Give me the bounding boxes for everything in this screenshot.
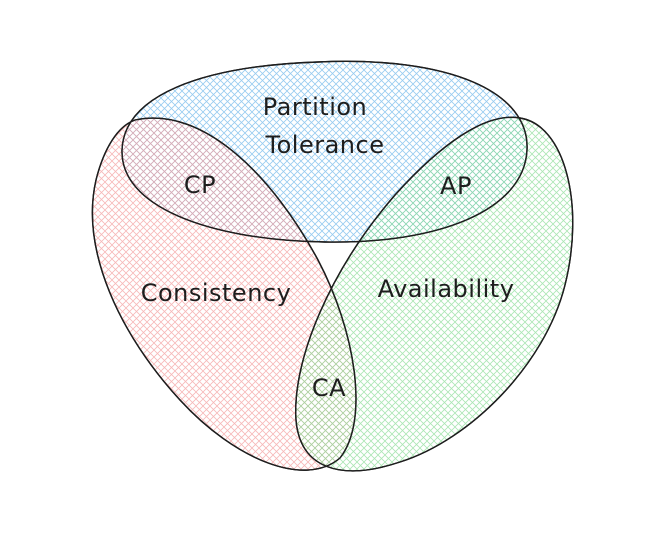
consistency-label: Consistency <box>141 279 292 307</box>
partition-label-line1: Partition <box>263 93 368 121</box>
cp-label: CP <box>184 171 216 199</box>
ca-label: CA <box>312 374 346 402</box>
ap-label: AP <box>440 172 472 200</box>
outline-overlay <box>91 60 574 472</box>
partition-label-line2: Tolerance <box>265 131 385 159</box>
availability-label: Availability <box>378 275 515 303</box>
